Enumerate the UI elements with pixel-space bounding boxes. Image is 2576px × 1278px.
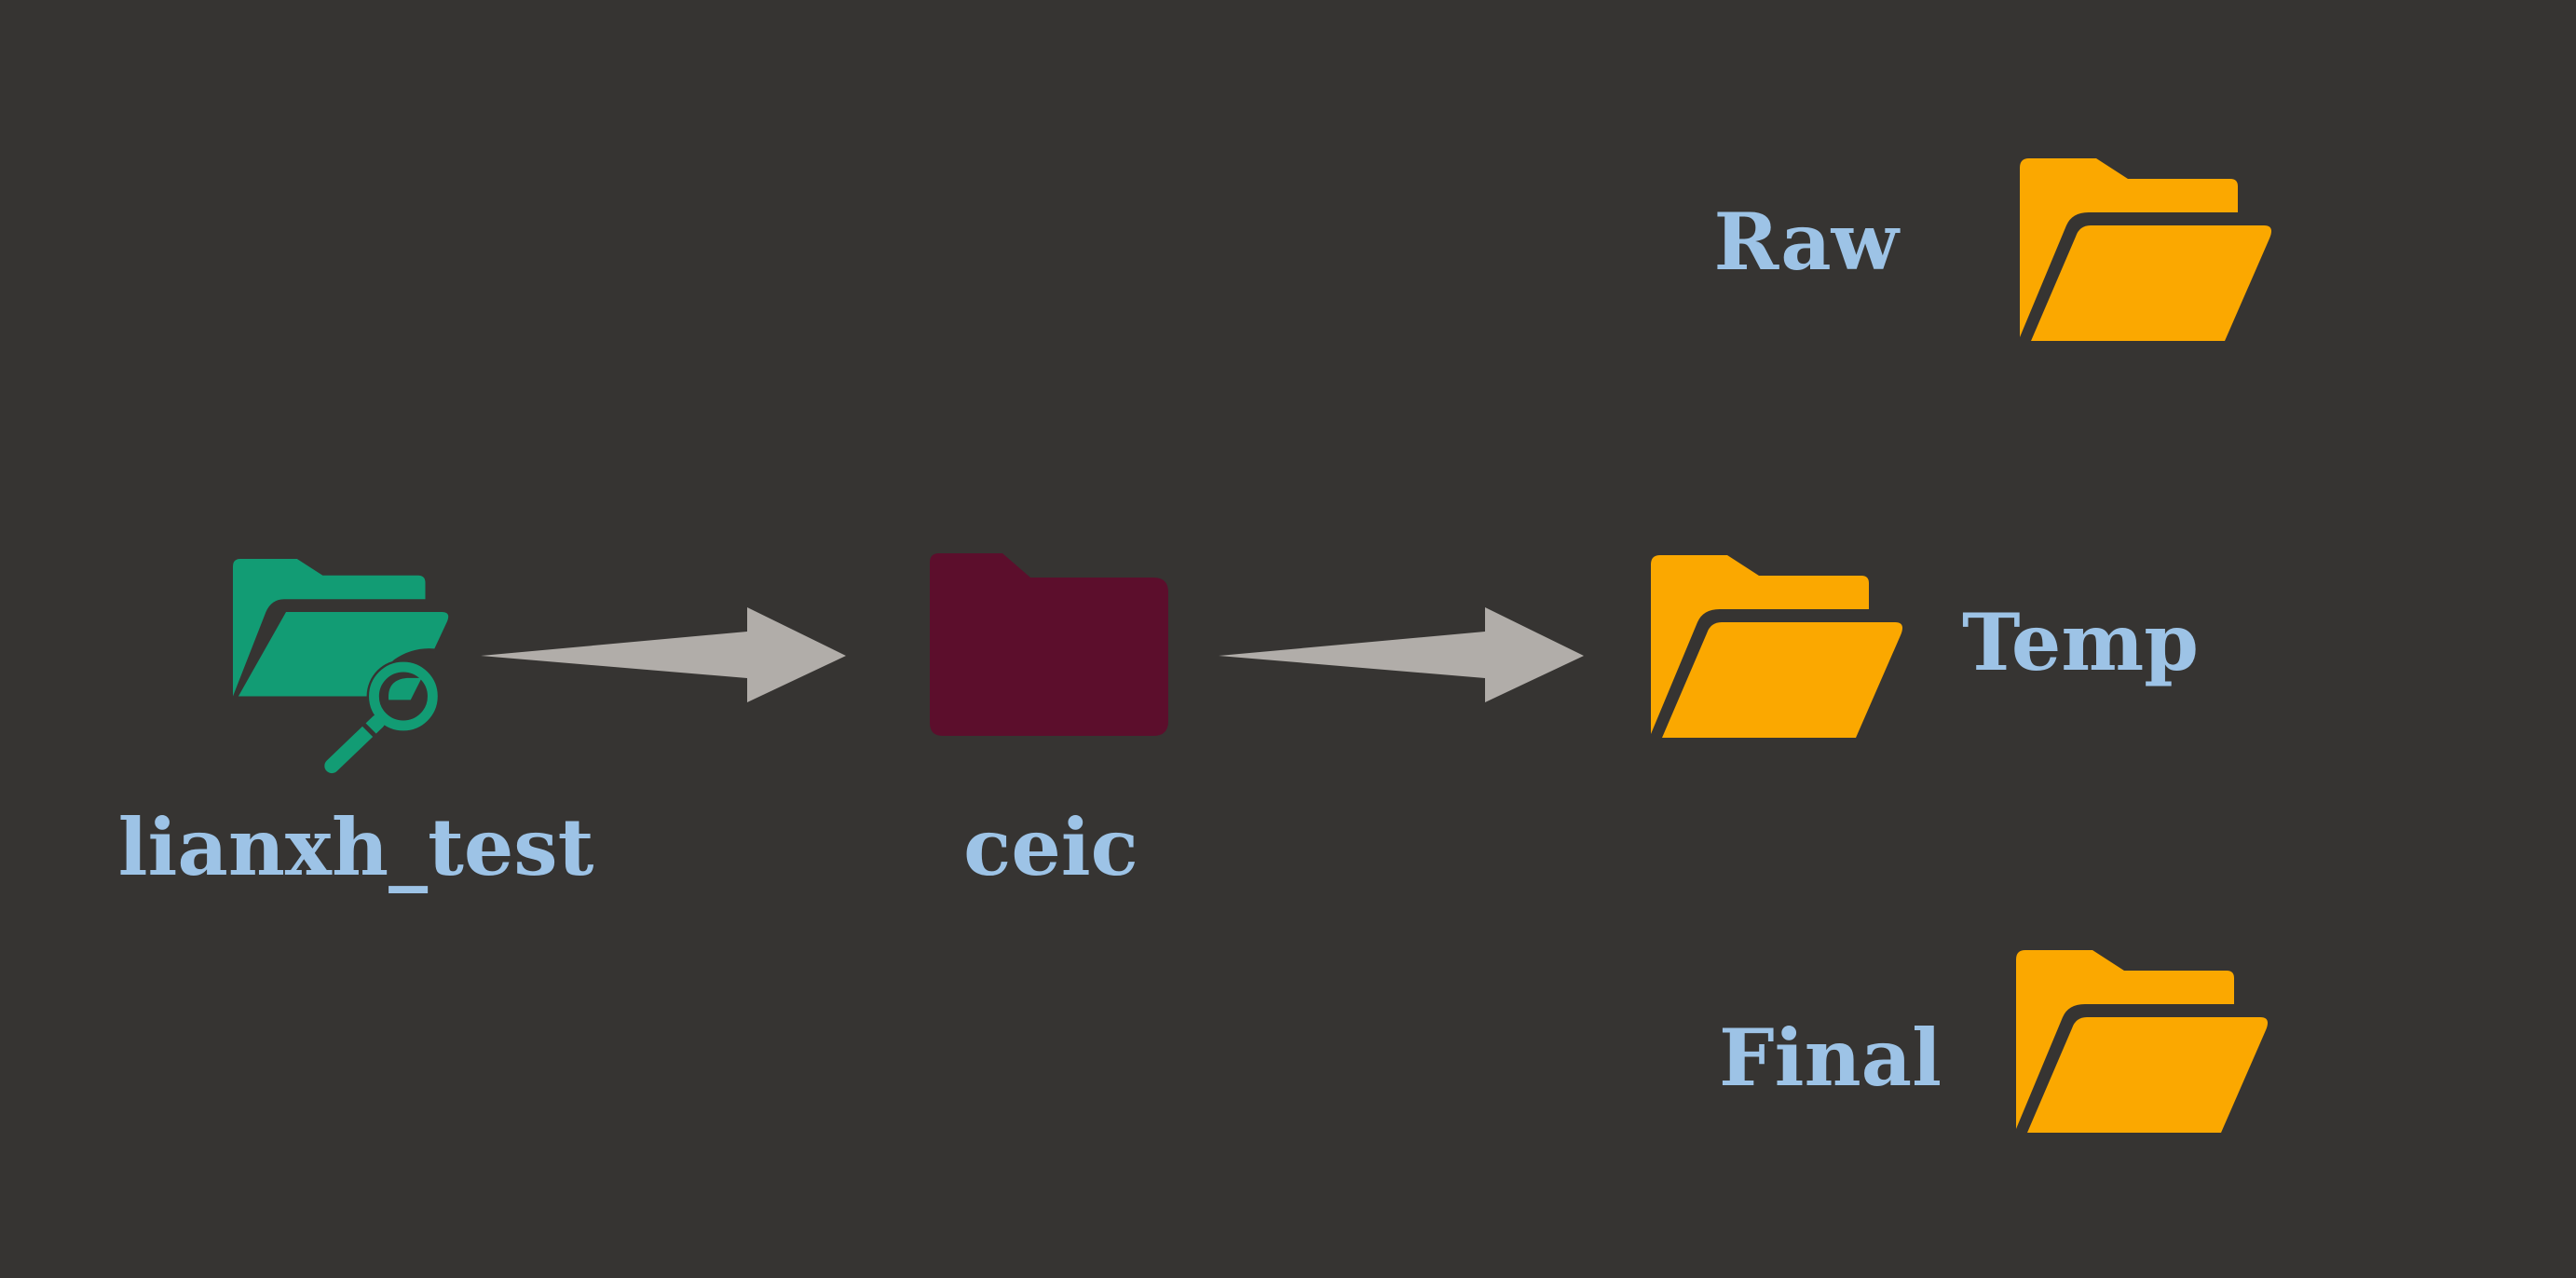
arrow-lianxh-to-ceic	[481, 604, 846, 706]
folder-front-shape	[2031, 225, 2271, 341]
folder-front-shape	[2027, 1017, 2268, 1133]
folder-shape	[930, 553, 1168, 736]
node-label: Raw	[1713, 196, 1899, 288]
folder-back-shape	[2020, 158, 2238, 337]
arrow-shape	[1219, 607, 1584, 702]
node-label: lianxh_test	[117, 801, 594, 893]
node-label: Final	[1719, 1012, 1942, 1104]
arrow-shape	[481, 607, 846, 702]
node-label: Temp	[1962, 596, 2199, 688]
folder-search-icon	[233, 557, 453, 781]
magnifier-glint-shape	[388, 677, 422, 700]
folder-back-shape	[2016, 950, 2234, 1129]
folder-closed-icon	[930, 553, 1168, 736]
arrow-ceic-to-temp	[1219, 604, 1584, 706]
folder-open-icon	[2016, 950, 2269, 1133]
folder-back-shape	[1651, 555, 1869, 734]
folder-back-shape	[233, 559, 426, 697]
folder-front-shape	[238, 612, 449, 697]
folder-open-icon	[2020, 158, 2273, 341]
folder-open-icon	[1651, 555, 1904, 738]
node-label: ceic	[963, 801, 1138, 893]
folder-front-shape	[1662, 622, 1902, 738]
